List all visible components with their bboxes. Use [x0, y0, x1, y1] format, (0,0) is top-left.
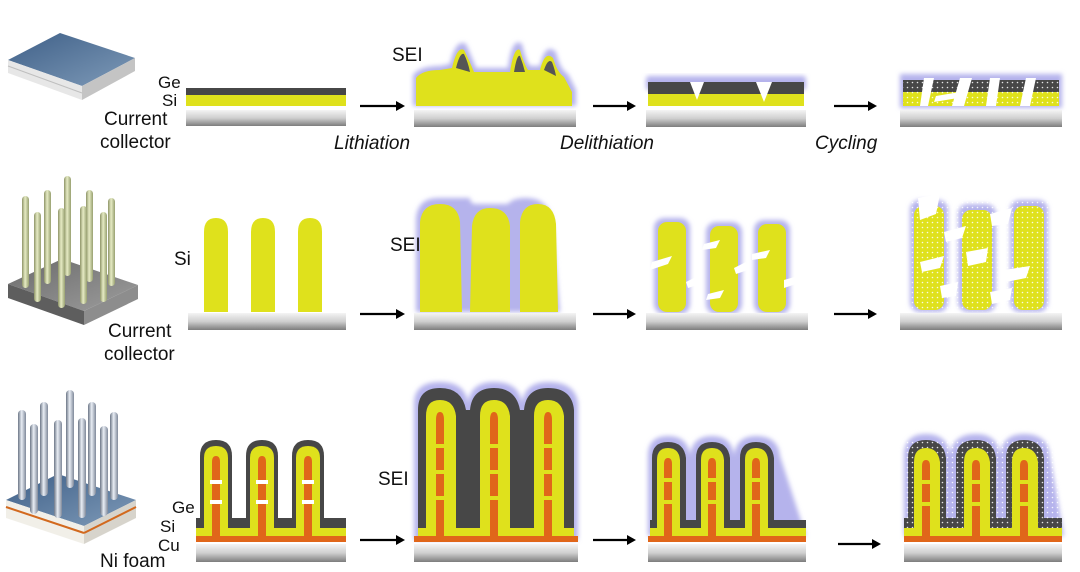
nanowire-arrow-2: [593, 309, 636, 319]
nanowire-label-si: Si: [174, 249, 191, 270]
film-arrow-2: [593, 101, 636, 111]
film-label-ge: Ge: [158, 73, 181, 92]
core-shell-arrow-1: [360, 535, 405, 545]
film-stage-pristine: [186, 88, 346, 126]
film-stage-lithiated: [413, 42, 576, 127]
core-shell-stage-pristine: [196, 440, 346, 562]
film-label-sei: SEI: [392, 45, 423, 66]
core-shell-label-cu: Cu: [158, 536, 180, 555]
nanowire-label-current: Current: [108, 321, 172, 342]
core-shell-stage-cycled: [904, 434, 1064, 562]
film-label-current: Current: [104, 109, 168, 130]
nanowire-substrate-block: [8, 176, 138, 325]
nanowire-stage-lithiated: [414, 198, 576, 330]
core-shell-arrow-3: [838, 539, 881, 549]
core-shell-label-si: Si: [160, 517, 176, 536]
core-shell-substrate-block: [5, 390, 137, 544]
nanowire-stage-pristine: [188, 218, 346, 330]
nanowire-label-sei: SEI: [390, 235, 421, 256]
film-substrate-block: [7, 33, 135, 100]
core-shell-label-ge: Ge: [172, 498, 195, 517]
stage-label-delithiation: Delithiation: [560, 133, 654, 154]
film-label-si: Si: [162, 91, 178, 110]
core-shell-stage-lithiated: [414, 382, 578, 562]
row-core-shell: [5, 382, 1064, 562]
row-nanowire: [8, 176, 1062, 330]
core-shell-arrow-2: [593, 535, 636, 545]
row-film: [7, 33, 1062, 127]
core-shell-label-ni-foam: Ni foam: [100, 551, 166, 572]
film-stage-delithiated: [646, 76, 806, 127]
nanowire-label-collector: collector: [104, 344, 175, 365]
film-stage-cycled: [900, 74, 1062, 127]
film-arrow-1: [360, 101, 405, 111]
film-label-collector: collector: [100, 132, 171, 153]
stage-label-cycling: Cycling: [815, 133, 878, 154]
core-shell-stage-delithiated: [648, 436, 806, 562]
nanowire-stage-delithiated: [646, 218, 808, 330]
core-shell-label-sei: SEI: [378, 469, 409, 490]
film-arrow-3: [834, 101, 877, 111]
nanowire-arrow-3: [834, 309, 877, 319]
nanowire-arrow-1: [360, 309, 405, 319]
stage-label-lithiation: Lithiation: [334, 133, 411, 154]
nanowire-stage-cycled: [900, 194, 1062, 330]
